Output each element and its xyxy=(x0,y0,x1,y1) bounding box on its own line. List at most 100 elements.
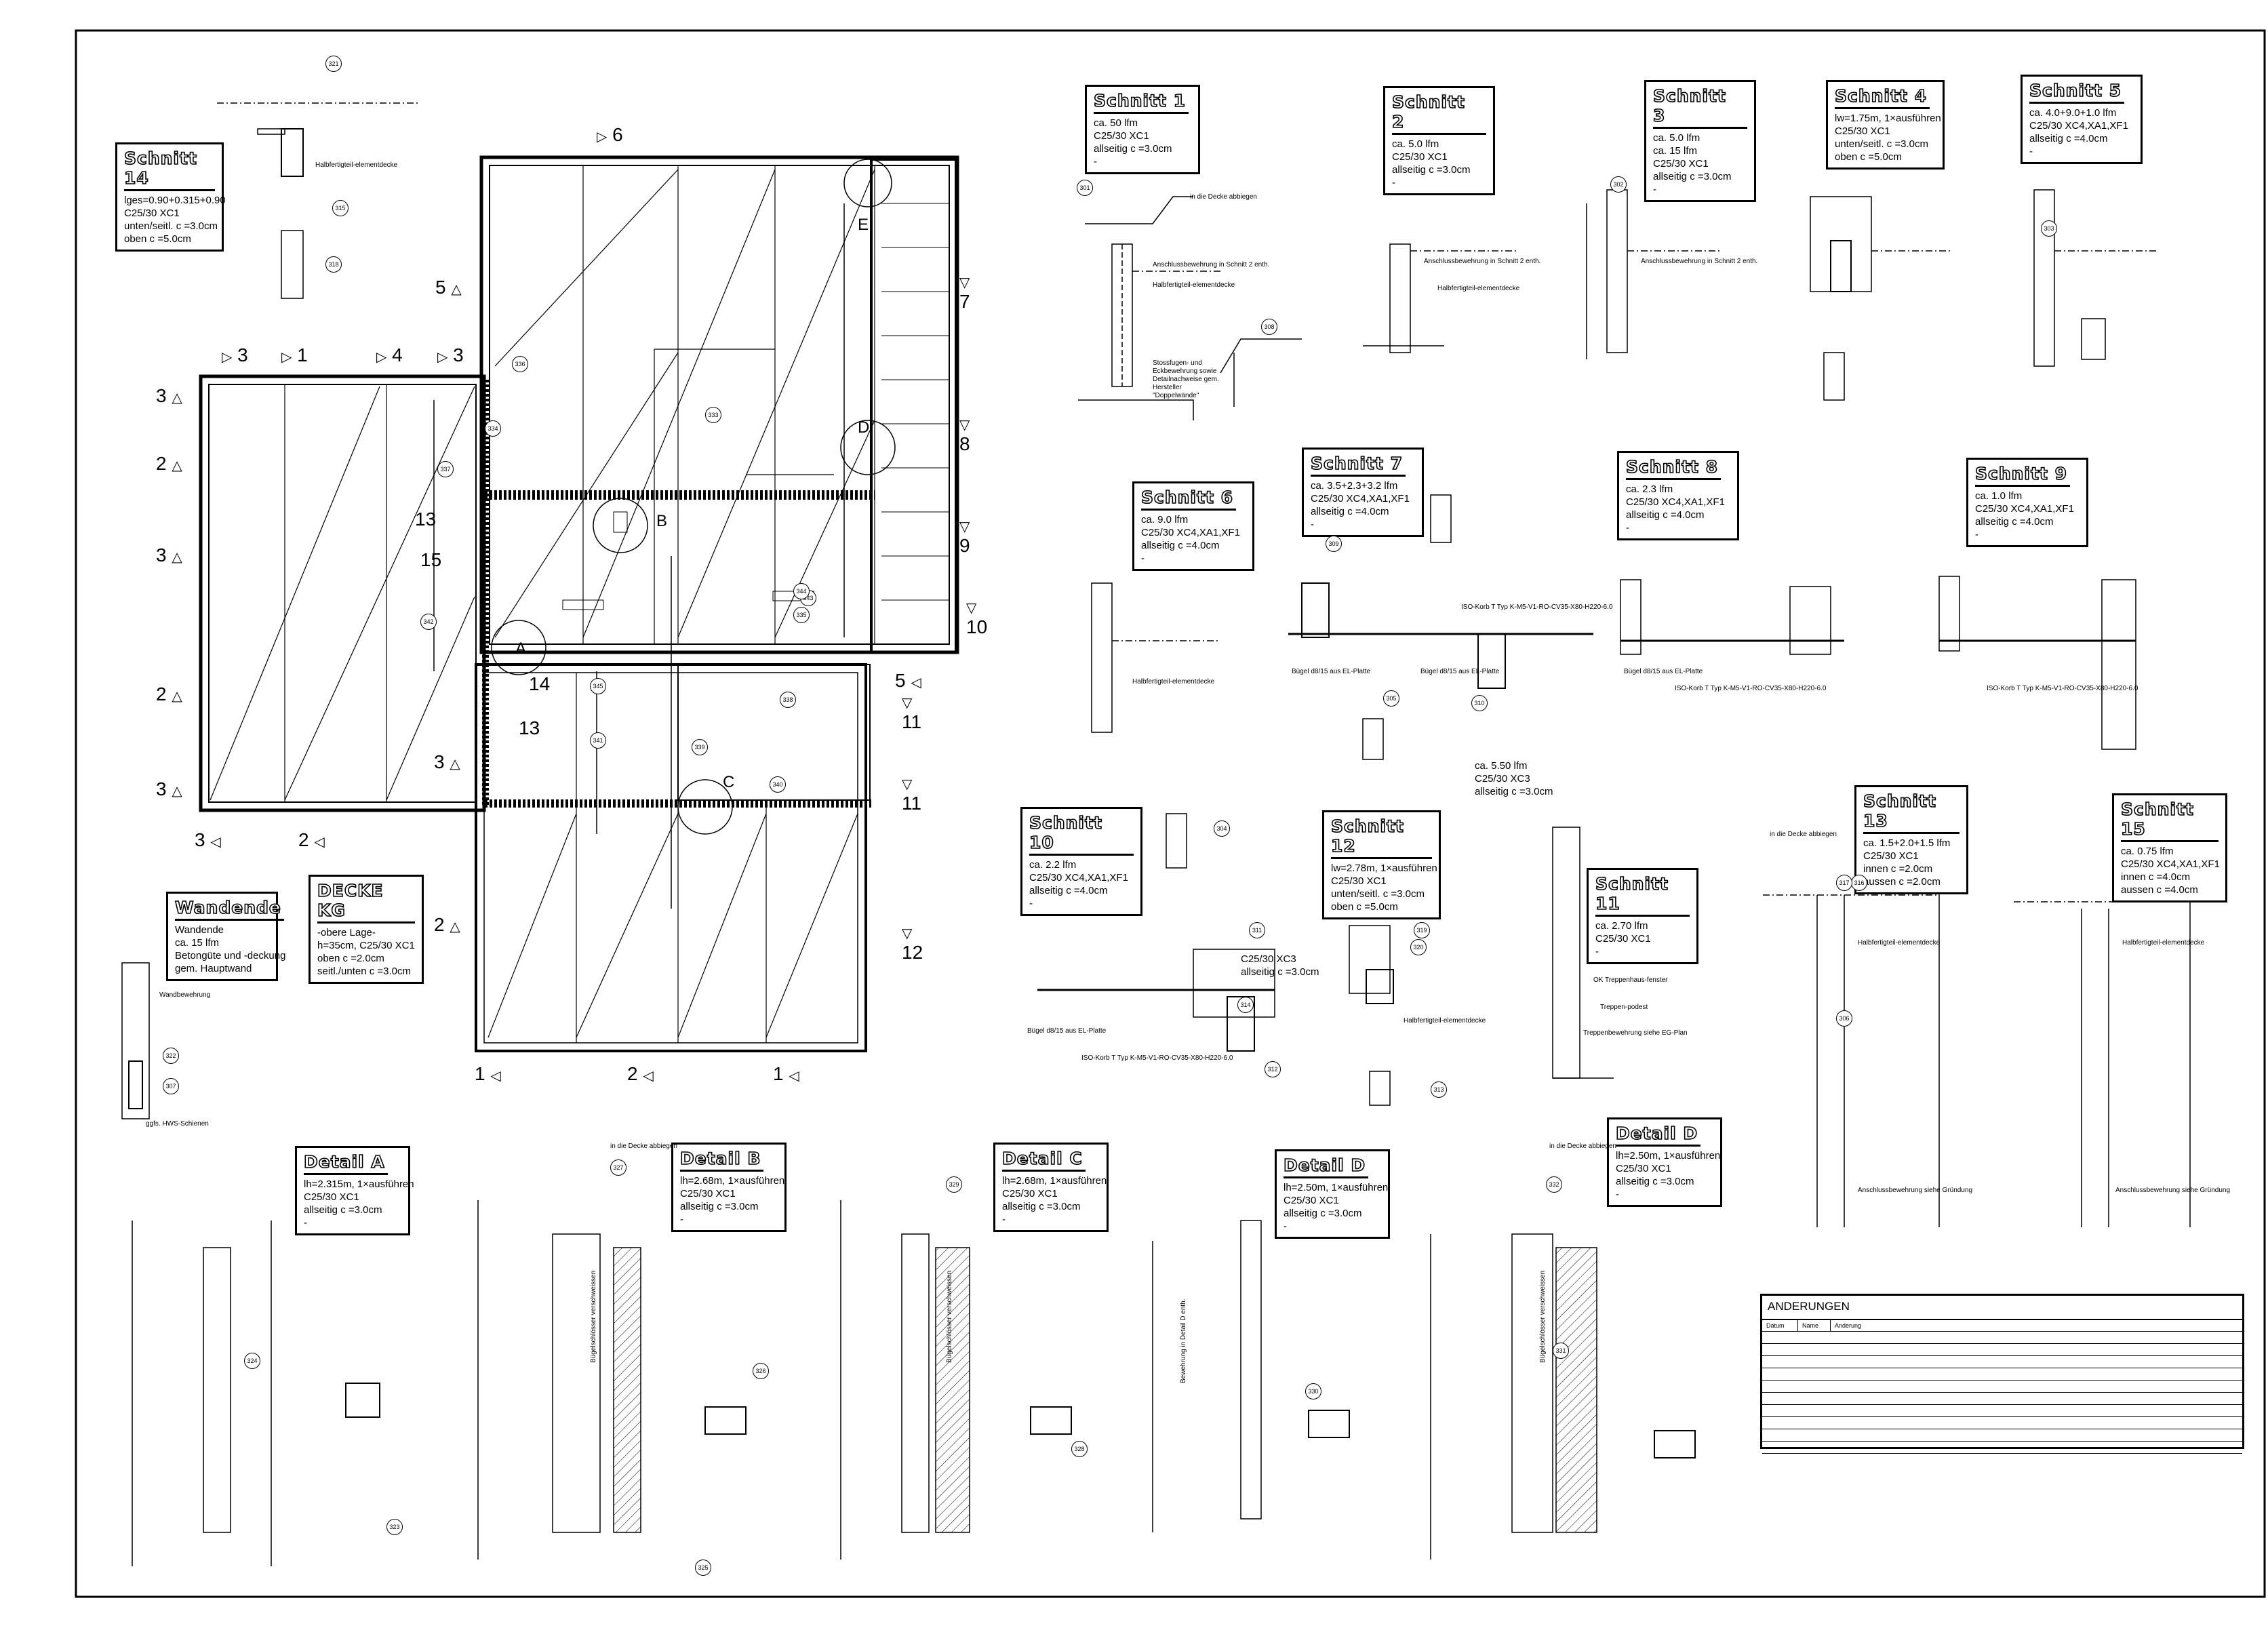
box-title: Schnitt 7 xyxy=(1310,453,1406,477)
schnitt-12-box: Schnitt 12 lw=2.78m, 1×ausführen C25/30 … xyxy=(1322,810,1441,919)
section-triangle-icon: ▽ xyxy=(959,519,970,534)
box-line: C25/30 XC1 xyxy=(1595,933,1651,945)
box-line: C25/30 XC1 xyxy=(1094,130,1149,142)
position-bubble: 328 xyxy=(1071,1441,1088,1457)
note-in-die-decke: in die Decke abbiegen xyxy=(1190,193,1257,201)
box-line: C25/30 XC4,XA1,XF1 xyxy=(2029,120,2128,132)
box-line: lh=2.68m, 1×ausführen xyxy=(680,1175,785,1187)
box-line: C25/30 XC1 xyxy=(1863,850,1919,862)
note-anschluss-2: Anschlussbewehrung in Schnitt 2 enth. xyxy=(1424,258,1541,265)
note-buegelschloss: Bügelschlösser verschweissen xyxy=(946,1270,953,1363)
box-line: allseitig c =3.0cm xyxy=(1653,171,1732,182)
section-number: 3 xyxy=(156,385,167,406)
box-line: allseitig c =4.0cm xyxy=(1029,885,1108,896)
note-buegelschloss: Bügelschlösser verschweissen xyxy=(1539,1270,1547,1363)
section-triangle-icon: △ xyxy=(172,689,182,704)
detail-letter: D xyxy=(858,418,870,437)
section-mark: 3 △ xyxy=(156,386,182,408)
position-bubble: 321 xyxy=(325,56,342,72)
position-bubble: 312 xyxy=(1265,1061,1281,1077)
section-details xyxy=(121,102,2191,1566)
change-table-row xyxy=(1762,1368,2242,1381)
position-bubble: 340 xyxy=(770,776,786,793)
note-line: C25/30 XC3 xyxy=(1475,773,1530,785)
position-bubble: 337 xyxy=(437,461,454,477)
box-line: ca. 1.0 lfm xyxy=(1975,490,2023,502)
note-anschluss-2: Anschlussbewehrung in Schnitt 2 enth. xyxy=(1641,258,1758,265)
section-number: 11 xyxy=(902,711,922,732)
section-mark: ▽11 xyxy=(902,692,921,732)
section-triangle-icon: ▷ xyxy=(437,350,448,365)
position-bubble: 345 xyxy=(590,678,606,694)
position-bubble: 336 xyxy=(512,356,528,372)
section-mark: 3 △ xyxy=(156,546,182,567)
position-bubble: 301 xyxy=(1077,180,1093,196)
section-number: 3 xyxy=(453,344,464,365)
note-buegel: Bügel d8/15 aus EL-Platte xyxy=(1420,668,1500,675)
section-triangle-icon: △ xyxy=(172,391,182,405)
note-anschluss-gruendung: Anschlussbewehrung siehe Gründung xyxy=(2115,1187,2230,1194)
box-line: C25/30 XC1 xyxy=(680,1188,736,1199)
change-table-row xyxy=(1762,1381,2242,1393)
box-line: ca. 15 lfm xyxy=(175,937,220,949)
detail-letter: E xyxy=(858,216,869,234)
box-line: lh=2.50m, 1×ausführen xyxy=(1616,1150,1721,1162)
position-bubble: 303 xyxy=(2041,220,2057,237)
detail-letter: C xyxy=(723,773,735,791)
section-number: 3 xyxy=(434,751,445,772)
floor-plan xyxy=(199,155,959,1052)
section-mark: ▽7 xyxy=(959,271,970,311)
box-line: allseitig c =4.0cm xyxy=(1311,506,1389,517)
box-line: - xyxy=(1653,184,1656,195)
box-line: - xyxy=(1284,1220,1287,1232)
change-table: ANDERUNGEN Datum Name Anderung xyxy=(1760,1294,2244,1454)
position-bubble: 326 xyxy=(753,1363,769,1379)
note-line: C25/30 XC3 xyxy=(1241,953,1296,965)
section-mark: ▽12 xyxy=(902,922,923,962)
box-line: ca. 1.5+2.0+1.5 lfm xyxy=(1863,837,1951,849)
section-number: 14 xyxy=(529,673,551,694)
position-bubble: 313 xyxy=(1431,1081,1447,1098)
change-table-row xyxy=(1762,1417,2242,1429)
section-triangle-icon: ▽ xyxy=(902,926,913,941)
box-title: Schnitt 12 xyxy=(1330,816,1432,859)
box-line: C25/30 XC4,XA1,XF1 xyxy=(1975,503,2074,515)
box-title: Detail C xyxy=(1001,1148,1086,1172)
schnitt-2-box: Schnitt 2 ca. 5.0 lfm C25/30 XC1 allseit… xyxy=(1383,86,1495,195)
position-bubble: 307 xyxy=(163,1078,179,1094)
box-line: ca. 5.0 lfm xyxy=(1392,138,1439,150)
note-hws: ggfs. HWS-Schienen xyxy=(146,1120,209,1128)
schnitt-8-box: Schnitt 8 ca. 2.3 lfm C25/30 XC4,XA1,XF1… xyxy=(1617,451,1739,540)
note-buegel: Bügel d8/15 aus EL-Platte xyxy=(1292,668,1371,675)
box-line: - xyxy=(304,1217,307,1229)
change-table-row xyxy=(1762,1442,2242,1454)
box-title: Schnitt 10 xyxy=(1029,812,1134,856)
box-title: Schnitt 2 xyxy=(1391,92,1486,135)
box-line: lh=2.315m, 1×ausführen xyxy=(304,1178,414,1190)
box-line: innen c =4.0cm xyxy=(2121,871,2191,883)
box-line: C25/30 XC1 xyxy=(1002,1188,1058,1199)
box-line: C25/30 XC1 xyxy=(1835,125,1890,137)
schnitt-15-box: Schnitt 15 ca. 0.75 lfm C25/30 XC4,XA1,X… xyxy=(2112,793,2227,902)
section-triangle-icon: ◁ xyxy=(314,835,325,850)
box-line: ca. 4.0+9.0+1.0 lfm xyxy=(2029,107,2117,119)
section-mark: 2 ◁ xyxy=(298,831,325,852)
section-number: 6 xyxy=(612,124,623,145)
section-mark: 5 △ xyxy=(435,278,462,299)
box-title: Schnitt 5 xyxy=(2029,80,2124,104)
note-halbfertigteil: Halbfertigteil-elementdecke xyxy=(2122,939,2205,947)
note-isokorb: ISO-Korb T Typ K-M5-V1-RO-CV35-X80-H220-… xyxy=(1461,603,1613,611)
section-mark: ▷ 1 xyxy=(281,346,308,367)
note-halbfertigteil: Halbfertigteil-elementdecke xyxy=(1132,678,1215,686)
section-mark: 2 △ xyxy=(156,685,182,706)
box-title: Wandende xyxy=(174,897,284,921)
box-line: - xyxy=(2029,146,2033,157)
detail-c-box: Detail C lh=2.68m, 1×ausführen C25/30 XC… xyxy=(993,1143,1109,1232)
box-line: oben c =5.0cm xyxy=(1835,151,1902,163)
box-line: ca. 3.5+2.3+3.2 lfm xyxy=(1311,480,1398,492)
section-triangle-icon: ▽ xyxy=(966,601,977,616)
schnitt-1-box: Schnitt 1 ca. 50 lfm C25/30 XC1 allseiti… xyxy=(1085,85,1200,174)
section-number: 1 xyxy=(773,1063,784,1084)
box-line: - xyxy=(1141,553,1145,564)
note-treppenbewehrung: Treppenbewehrung siehe EG-Plan xyxy=(1583,1029,1688,1037)
